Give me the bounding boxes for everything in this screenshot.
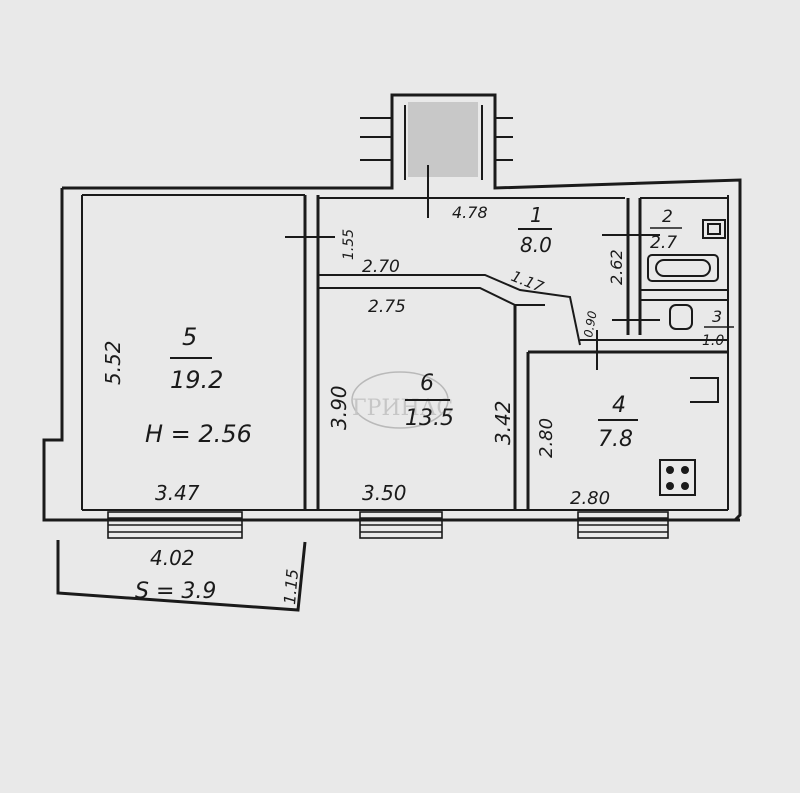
dim-1-15: 1.15 xyxy=(280,568,302,605)
room-6: 6 13.5 xyxy=(405,371,454,431)
dim-3-50: 3.50 xyxy=(362,481,407,505)
kitchen-sink-icon xyxy=(690,377,719,403)
balcony-outline xyxy=(56,540,307,612)
dim-3-47: 3.47 xyxy=(155,481,200,505)
dim-2-75: 2.75 xyxy=(368,297,406,317)
room-number: 1 xyxy=(530,203,543,227)
dimension-labels: 5.52 3.47 3.90 3.50 3.42 2.80 2.80 2.70 … xyxy=(101,203,626,605)
walls xyxy=(42,93,742,612)
dim-3-90: 3.90 xyxy=(327,385,351,430)
left-outer-wall xyxy=(42,188,64,522)
dim-5-52: 5.52 xyxy=(101,340,125,385)
room-area: 13.5 xyxy=(405,406,454,431)
room-number: 3 xyxy=(712,307,722,326)
dim-0-90: 0.90 xyxy=(581,309,599,338)
room-3: 3 1.0 xyxy=(702,307,734,349)
room-area: 19.2 xyxy=(170,366,223,394)
fixtures xyxy=(647,219,726,496)
dim-3-42: 3.42 xyxy=(491,400,515,445)
toilet-icon xyxy=(669,304,693,330)
room-labels: 5 19.2 H = 2.56 6 13.5 1 8.0 2 2.7 3 1.0… xyxy=(145,203,734,452)
room-area: 8.0 xyxy=(520,233,552,257)
room-number: 2 xyxy=(662,207,673,227)
outer-wall xyxy=(62,93,742,522)
window-room5 xyxy=(107,511,243,539)
dim-4-78: 4.78 xyxy=(452,203,488,222)
room-5: 5 19.2 H = 2.56 xyxy=(145,323,252,448)
balcony-area: S = 3.9 xyxy=(135,579,216,604)
room-number: 6 xyxy=(420,371,434,396)
room-2: 2 2.7 xyxy=(650,207,682,253)
bathtub-icon xyxy=(647,254,719,282)
sink-icon xyxy=(702,219,726,239)
room-number: 5 xyxy=(182,323,197,351)
room6-top-wall xyxy=(318,287,545,306)
windows xyxy=(107,511,669,539)
window-room6 xyxy=(359,511,443,539)
dim-2-62: 2.62 xyxy=(607,249,626,285)
stove-icon xyxy=(659,459,696,496)
ceiling-height: H = 2.56 xyxy=(145,420,252,448)
dim-1-55: 1.55 xyxy=(341,229,357,260)
dim-2-80-h: 2.80 xyxy=(570,488,610,509)
room-area: 2.7 xyxy=(650,233,677,253)
room-1: 1 8.0 xyxy=(518,203,552,257)
shaft-fill xyxy=(408,102,478,177)
corridor-bottom-wall xyxy=(318,274,581,346)
room-area: 7.8 xyxy=(598,427,633,452)
dim-2-70: 2.70 xyxy=(362,257,400,277)
window-kitchen xyxy=(577,511,669,539)
dim-2-80-v: 2.80 xyxy=(536,418,557,458)
room-number: 4 xyxy=(612,393,626,418)
dim-4-02: 4.02 xyxy=(150,546,195,570)
room-area: 1.0 xyxy=(702,333,724,349)
room-4: 4 7.8 xyxy=(598,393,638,452)
